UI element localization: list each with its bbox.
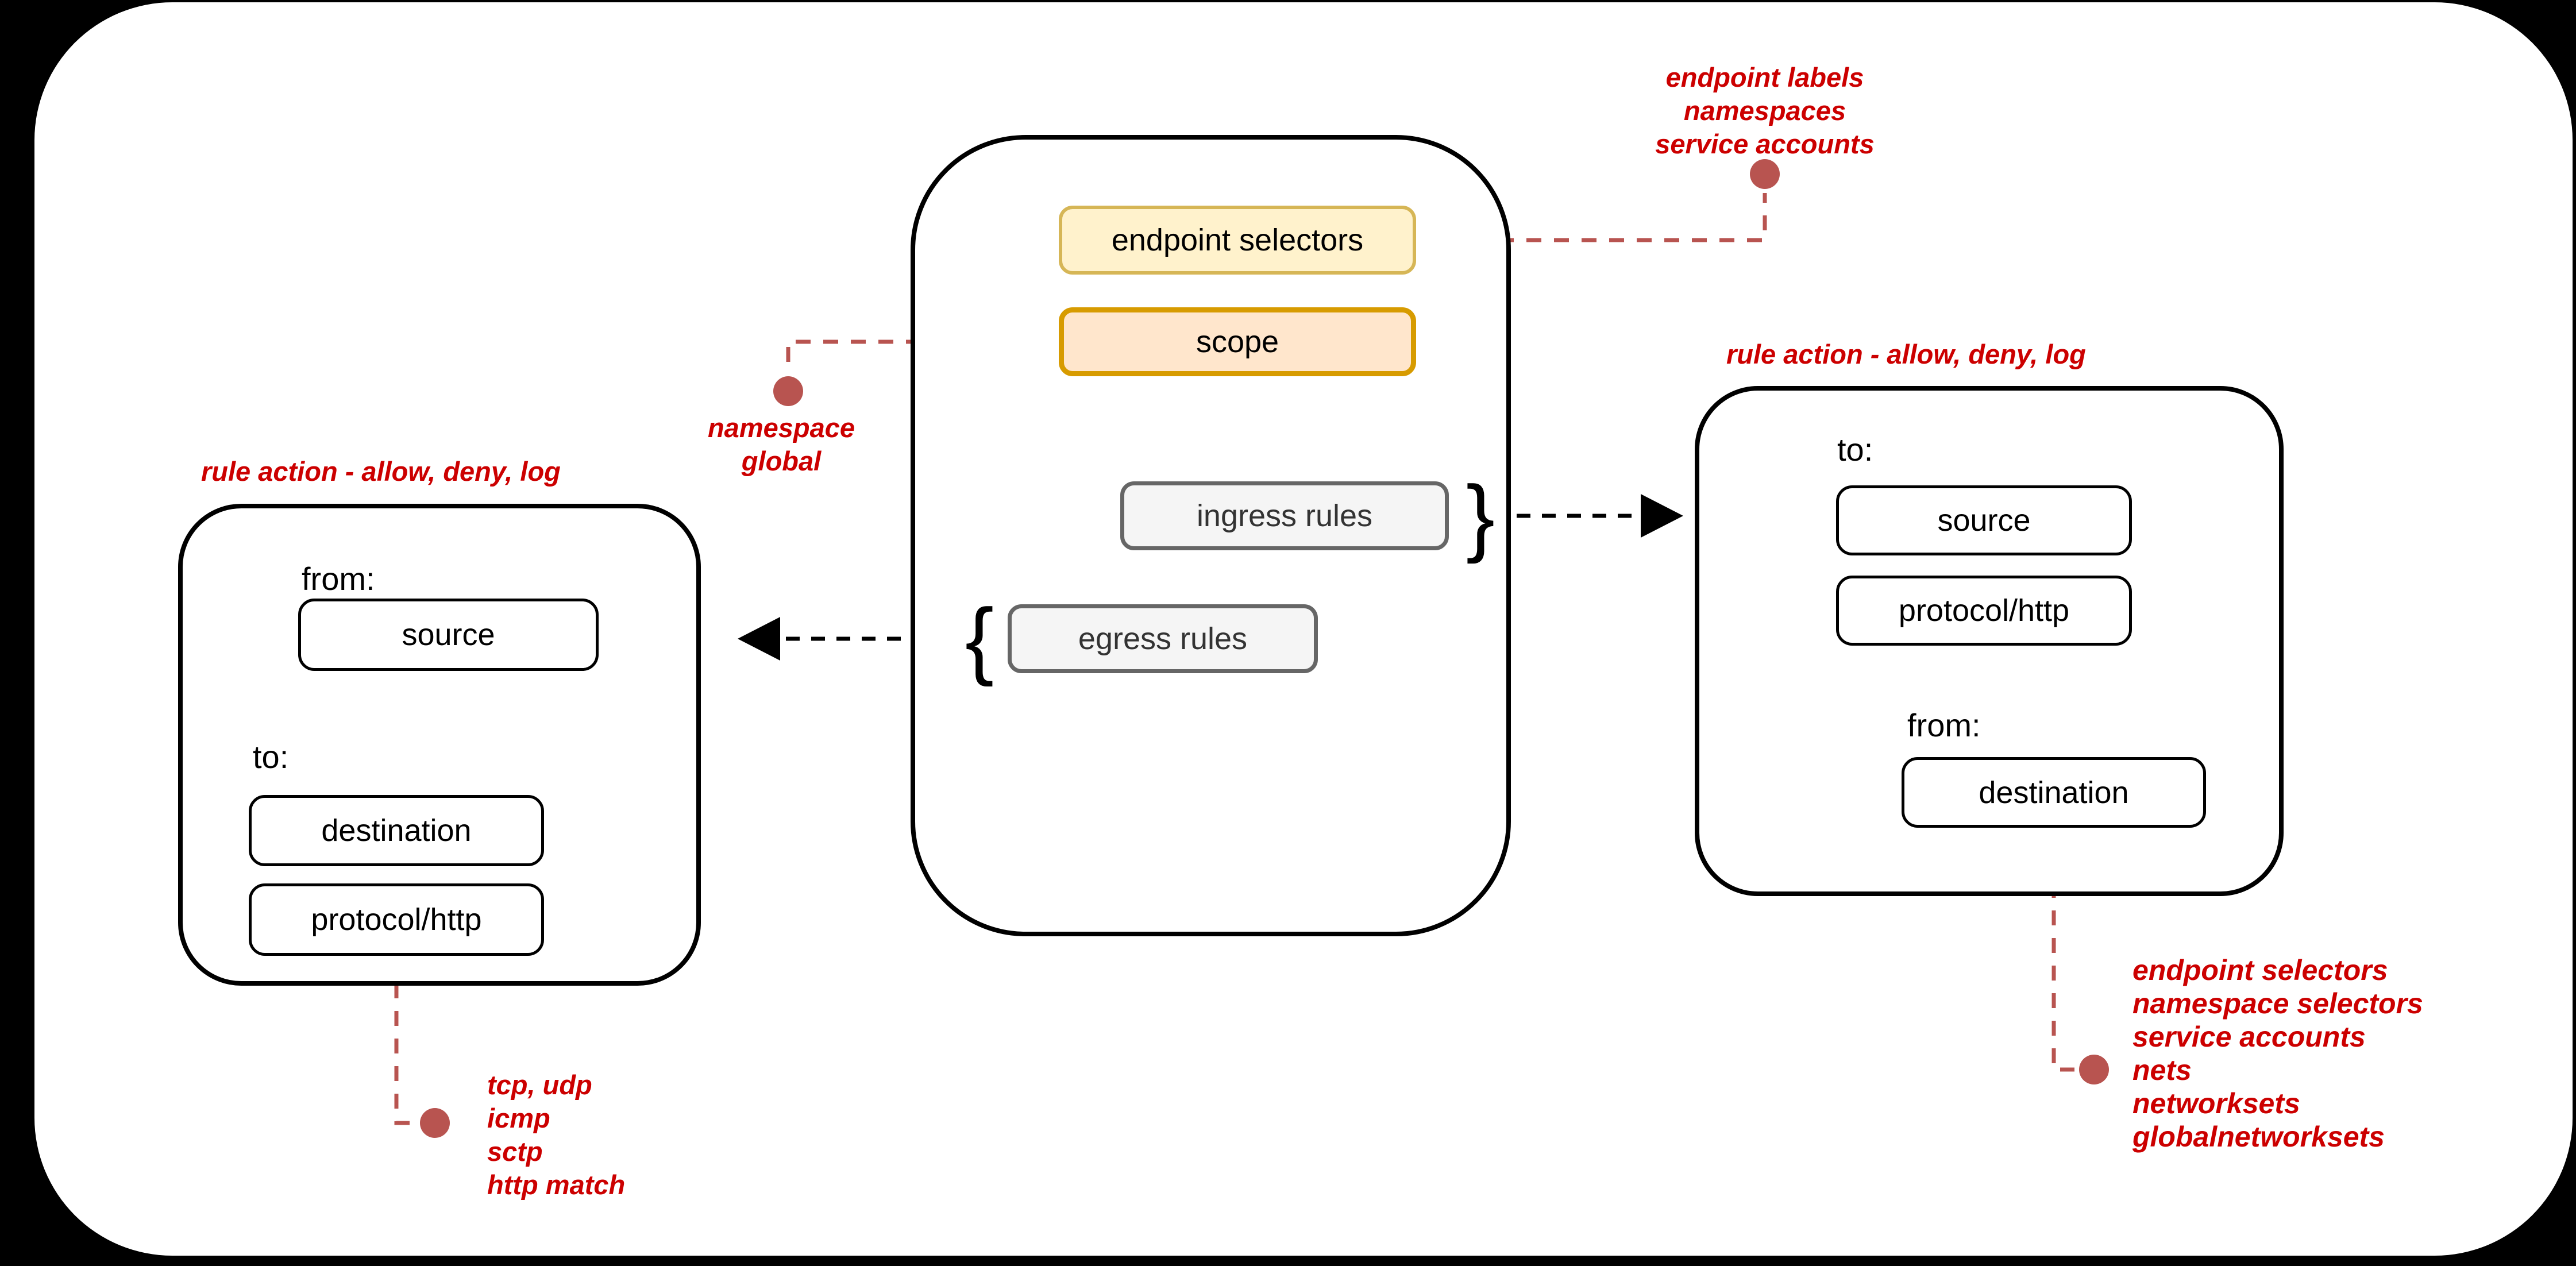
note-line: endpoint selectors xyxy=(2132,954,2388,986)
note-line: icmp xyxy=(487,1103,550,1133)
ingress-protocol-box: protocol/http xyxy=(1836,576,2132,646)
endpoint-selectors-box: endpoint selectors xyxy=(1059,206,1416,275)
note-line: globalnetworksets xyxy=(2132,1121,2385,1153)
note-line: service accounts xyxy=(1655,129,1875,159)
ingress-to-label: to: xyxy=(1837,431,1873,468)
ingress-rules-label: ingress rules xyxy=(1196,499,1373,533)
ingress-destination-label: destination xyxy=(1979,775,2129,810)
egress-destination-label: destination xyxy=(321,813,472,848)
egress-rules-label: egress rules xyxy=(1078,622,1248,656)
endpoint-selectors-label: endpoint selectors xyxy=(1111,223,1364,257)
egress-brace: { xyxy=(965,590,994,687)
ingress-source-box: source xyxy=(1836,485,2132,555)
egress-destination-box: destination xyxy=(249,795,544,866)
scope-box: scope xyxy=(1059,307,1416,376)
note-line: nets xyxy=(2132,1054,2192,1086)
endpoint-selectors-note: endpoint labels namespaces service accou… xyxy=(1575,61,1954,161)
note-line: namespace xyxy=(707,412,855,443)
note-line: namespaces xyxy=(1683,95,1846,126)
egress-rules-box: egress rules xyxy=(1008,604,1318,673)
egress-from-label: from: xyxy=(302,561,375,597)
egress-to-label: to: xyxy=(253,739,289,775)
ingress-destination-box: destination xyxy=(1902,757,2206,828)
note-line: tcp, udp xyxy=(487,1070,592,1100)
note-line: global xyxy=(741,446,822,476)
ingress-brace: } xyxy=(1466,468,1495,564)
egress-source-label: source xyxy=(402,617,495,652)
destination-note: endpoint selectors namespace selectors s… xyxy=(2132,954,2423,1153)
egress-source-box: source xyxy=(298,599,599,671)
egress-rule-action-title: rule action - allow, deny, log xyxy=(201,456,561,487)
ingress-rule-action-title: rule action - allow, deny, log xyxy=(1726,339,2086,369)
note-line: networksets xyxy=(2132,1087,2300,1120)
ingress-source-label: source xyxy=(1937,503,2031,538)
ingress-from-label: from: xyxy=(1907,707,1981,743)
note-line: http match xyxy=(487,1169,626,1200)
note-line: sctp xyxy=(487,1136,543,1167)
note-line: service accounts xyxy=(2132,1021,2366,1053)
egress-protocol-box: protocol/http xyxy=(249,883,544,956)
scope-note: namespace global xyxy=(632,411,931,478)
note-line: namespace selectors xyxy=(2132,987,2423,1020)
egress-protocol-label: protocol/http xyxy=(311,902,482,937)
ingress-rules-box: ingress rules xyxy=(1120,481,1449,550)
note-line: endpoint labels xyxy=(1665,62,1864,92)
protocol-note: tcp, udp icmp sctp http match xyxy=(487,1068,625,1202)
scope-label: scope xyxy=(1196,325,1279,359)
ingress-protocol-label: protocol/http xyxy=(1898,593,2070,628)
